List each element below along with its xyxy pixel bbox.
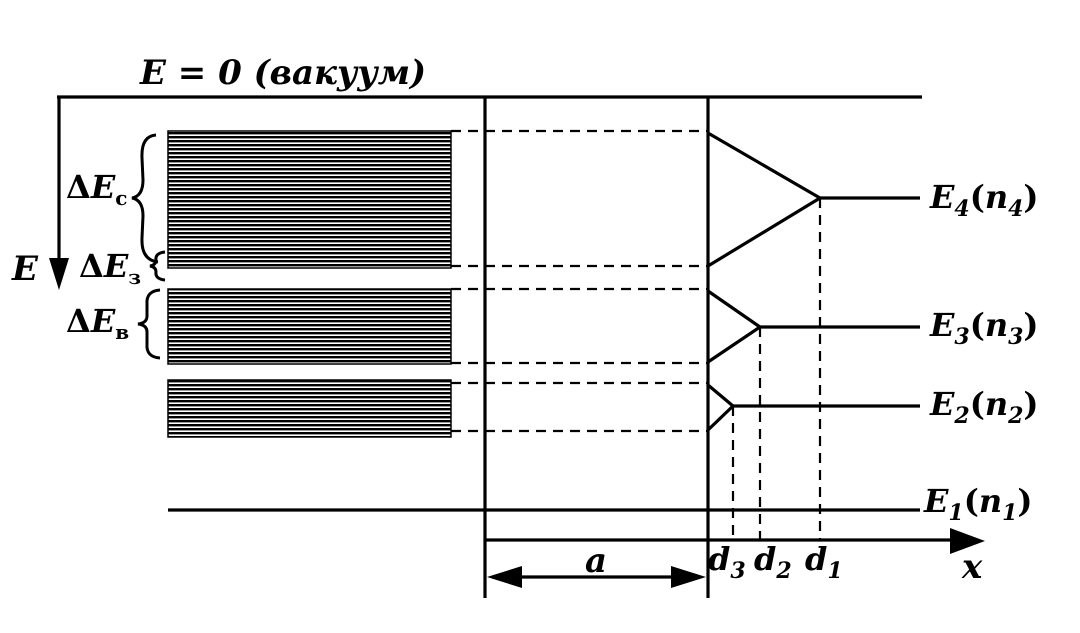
level-e3-converge <box>707 289 763 364</box>
brace-conduction <box>131 133 159 264</box>
band-middle <box>167 288 452 365</box>
delta-ev-label: ΔEв <box>66 302 129 344</box>
d3-label: d3 <box>708 540 746 584</box>
band-lower <box>167 379 452 438</box>
level-e2-label: E2(n2) <box>929 385 1039 429</box>
brace-forbidden <box>149 250 166 282</box>
vacuum-label: E = 0 (вакуум) <box>139 53 426 93</box>
width-arrow-left-head <box>487 566 522 588</box>
level-e4-label: E4(n4) <box>929 178 1039 222</box>
level-e4-converge <box>707 131 824 268</box>
delta-ec-label: ΔEc <box>66 168 127 210</box>
band-upper <box>167 130 452 269</box>
brace-valence <box>137 288 161 360</box>
width-arrow-right-head <box>671 566 706 588</box>
level-e3-label: E3(n3) <box>929 306 1039 350</box>
delta-ez-label: ΔEз <box>79 247 141 289</box>
energy-axis-label: E <box>11 249 39 289</box>
d1-label: d1 <box>805 540 843 584</box>
x-axis-arrowhead <box>950 528 985 554</box>
level-e1-label: E1(n1) <box>923 482 1033 526</box>
width-label: a <box>585 541 607 581</box>
energy-axis-arrowhead <box>49 258 69 290</box>
level-e2-converge <box>706 383 736 432</box>
d2-label: d2 <box>754 540 792 584</box>
x-axis-label: x <box>961 547 983 587</box>
